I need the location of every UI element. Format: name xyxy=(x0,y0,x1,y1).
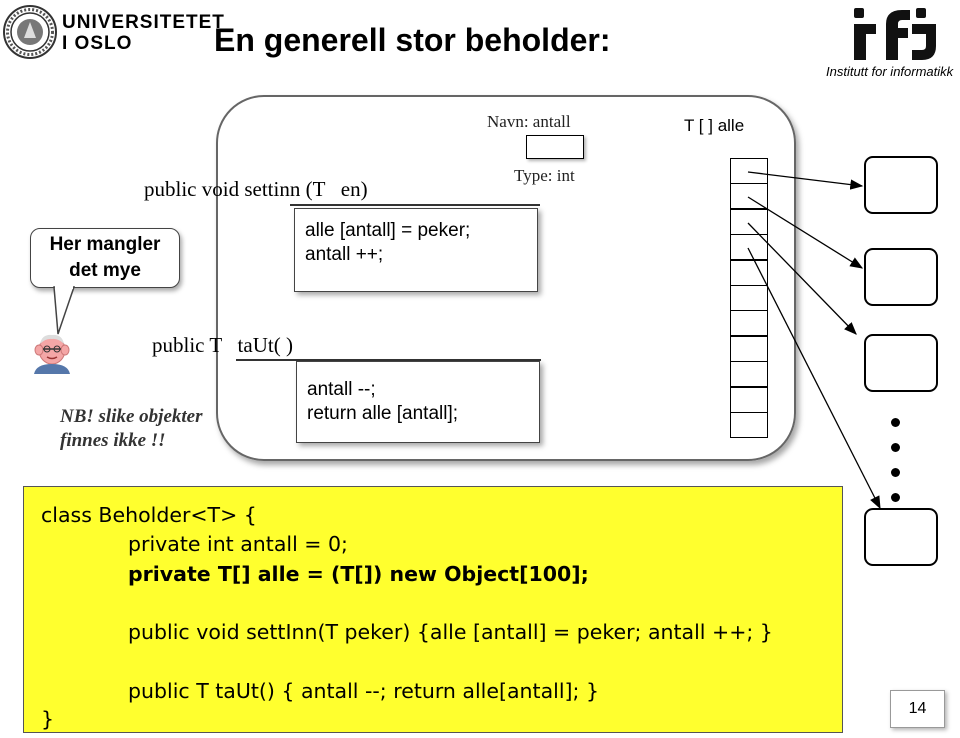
array-cell xyxy=(730,234,768,261)
code-line-alle: private T[] alle = (T[]) new Object[100]… xyxy=(128,562,589,586)
uio-line2: I OSLO xyxy=(62,33,133,54)
antall-variable-box xyxy=(526,135,584,159)
object-box xyxy=(864,334,938,392)
taut-body-box: antall --; return alle [antall]; xyxy=(296,361,540,443)
callout-line-2: det mye xyxy=(69,260,141,281)
uio-line1: UNIVERSITETET xyxy=(62,12,225,33)
code-line-class: class Beholder<T> { xyxy=(41,503,257,527)
callout-pointer xyxy=(53,286,76,335)
arrow-cell-1 xyxy=(747,196,864,269)
taut-signature: public T taUt( ) xyxy=(152,333,293,357)
nb-line-1: NB! slike objekter xyxy=(60,406,203,427)
ellipsis-dot xyxy=(891,443,900,452)
uio-logo xyxy=(2,4,58,60)
ellipsis-dot xyxy=(891,468,900,477)
page-title: En generell stor beholder: xyxy=(214,22,611,58)
ellipsis-dot xyxy=(891,418,900,427)
array-cell xyxy=(730,412,768,438)
ellipsis-dot xyxy=(891,493,900,502)
object-box xyxy=(864,156,938,214)
navn-label: Navn: antall xyxy=(487,112,571,131)
array-cell xyxy=(730,285,768,311)
array-cell xyxy=(730,361,768,388)
nb-note: NB! slike objekter finnes ikke !! xyxy=(60,405,203,453)
nb-line-2: finnes ikke !! xyxy=(60,430,166,451)
object-box xyxy=(864,508,938,566)
uio-seal-icon xyxy=(3,5,57,59)
ifi-logo xyxy=(850,6,940,62)
arrow-cell-3 xyxy=(747,247,881,510)
uio-wordmark: UNIVERSITETET I OSLO xyxy=(62,12,225,54)
settinn-signature: public void settinn (T en) xyxy=(144,177,368,201)
taut-line-2: return alle [antall]; xyxy=(307,403,459,424)
callout-line-1: Her mangler xyxy=(49,234,161,255)
array-label: T [ ] alle xyxy=(684,116,745,135)
code-line-antall: private int antall = 0; xyxy=(128,532,348,556)
code-block: class Beholder<T> { private int antall =… xyxy=(23,486,843,733)
arrow-cell-0 xyxy=(747,171,864,190)
ifi-logo-icon xyxy=(854,8,936,60)
settinn-underline xyxy=(290,204,540,206)
type-label: Type: int xyxy=(514,166,575,185)
taut-line-1: antall --; xyxy=(307,379,376,400)
array-cell xyxy=(730,259,768,286)
person-icon xyxy=(30,332,74,374)
callout-bubble: Her mangler det mye xyxy=(30,228,180,288)
code-line-settinn: public void settInn(T peker) {alle [anta… xyxy=(128,620,773,644)
object-box xyxy=(864,248,938,306)
page-number: 14 xyxy=(890,690,945,728)
settinn-line-1: alle [antall] = peker; xyxy=(305,220,471,241)
ifi-tagline: Institutt for informatikk xyxy=(826,64,954,79)
taut-underline xyxy=(236,359,541,361)
object-container xyxy=(216,95,796,461)
code-line-taut: public T taUt() { antall --; return alle… xyxy=(128,679,599,703)
arrow-cell-2 xyxy=(747,222,857,335)
settinn-body-box: alle [antall] = peker; antall ++; xyxy=(294,208,538,292)
code-line-close: } xyxy=(41,707,55,731)
settinn-line-2: antall ++; xyxy=(305,244,384,265)
